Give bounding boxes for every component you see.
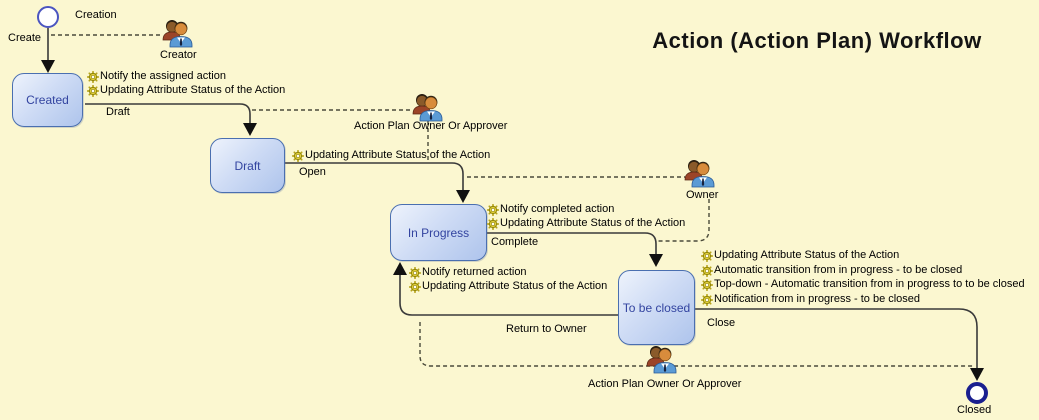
action-row: Notify returned action bbox=[408, 265, 527, 279]
transition-return-line[interactable] bbox=[399, 274, 618, 316]
start-node-label: Creation bbox=[75, 9, 117, 21]
transition-complete-label: Complete bbox=[491, 236, 539, 248]
transition-open-label: Open bbox=[299, 166, 326, 178]
start-node-circle[interactable] bbox=[37, 6, 59, 28]
person-icon-approver-bottom[interactable] bbox=[644, 344, 678, 374]
gear-icon bbox=[700, 249, 714, 262]
gear-icon bbox=[700, 293, 714, 306]
gear-icon bbox=[408, 280, 422, 293]
arrowhead-return bbox=[393, 262, 407, 275]
actor-owner-label: Owner bbox=[686, 189, 719, 201]
gear-icon bbox=[86, 70, 100, 83]
person-icon-owner[interactable] bbox=[682, 158, 716, 188]
action-row: Top-down - Automatic transition from in … bbox=[700, 277, 1025, 291]
transition-open-line[interactable] bbox=[285, 162, 464, 191]
gear-icon bbox=[700, 264, 714, 277]
action-row: Updating Attribute Status of the Action bbox=[408, 279, 607, 293]
action-row: Updating Attribute Status of the Action bbox=[291, 148, 490, 162]
action-row: Updating Attribute Status of the Action bbox=[700, 248, 899, 262]
gear-icon bbox=[486, 217, 500, 230]
arrowhead-create bbox=[41, 60, 55, 73]
actor-approver-bottom-label: Action Plan Owner Or Approver bbox=[588, 378, 742, 390]
action-row: Notification from in progress - to be cl… bbox=[700, 292, 920, 306]
gear-icon bbox=[486, 203, 500, 216]
arrowhead-close bbox=[970, 368, 984, 381]
transition-return-label: Return to Owner bbox=[506, 323, 587, 335]
transition-close-label: Close bbox=[707, 317, 736, 329]
state-to-be-closed-label: To be closed bbox=[622, 300, 691, 315]
transition-draft-line[interactable] bbox=[85, 103, 251, 124]
state-draft-label: Draft bbox=[234, 158, 261, 173]
transition-create-label: Create bbox=[8, 32, 42, 44]
state-to-be-closed[interactable]: To be closed bbox=[618, 270, 695, 345]
arrowhead-open bbox=[456, 190, 470, 203]
transition-complete-line[interactable] bbox=[487, 232, 657, 255]
state-created-label: Created bbox=[26, 93, 69, 107]
action-row: Notify completed action bbox=[486, 202, 614, 216]
action-row: Notify the assigned action bbox=[86, 69, 226, 83]
transition-close-line[interactable] bbox=[695, 308, 978, 369]
action-row: Updating Attribute Status of the Action bbox=[86, 83, 285, 97]
state-in-progress-label: In Progress bbox=[407, 225, 470, 240]
gear-icon bbox=[408, 266, 422, 279]
diagram-title: Action (Action Plan) Workflow bbox=[652, 28, 982, 53]
arrowhead-complete bbox=[649, 254, 663, 267]
transition-draft-label: Draft bbox=[106, 106, 130, 118]
action-row: Automatic transition from in progress - … bbox=[700, 263, 962, 277]
actor-creator-label: Creator bbox=[160, 49, 197, 61]
person-icon-creator[interactable] bbox=[160, 18, 194, 48]
arrowhead-draft bbox=[243, 123, 257, 136]
action-row: Updating Attribute Status of the Action bbox=[486, 216, 685, 230]
gear-icon bbox=[291, 149, 305, 162]
actor-approver-top-label: Action Plan Owner Or Approver bbox=[354, 120, 508, 132]
gear-icon bbox=[700, 278, 714, 291]
assoc-owner-line-2 bbox=[658, 199, 710, 242]
state-created[interactable]: Created bbox=[12, 73, 83, 127]
state-in-progress[interactable]: In Progress bbox=[390, 204, 487, 261]
end-node-label: Closed bbox=[957, 404, 992, 416]
gear-icon bbox=[86, 84, 100, 97]
person-icon-approver-top[interactable] bbox=[410, 92, 444, 122]
end-node-circle[interactable] bbox=[966, 382, 988, 404]
state-draft[interactable]: Draft bbox=[210, 138, 285, 193]
assoc-approver-bottom-line bbox=[419, 322, 974, 367]
